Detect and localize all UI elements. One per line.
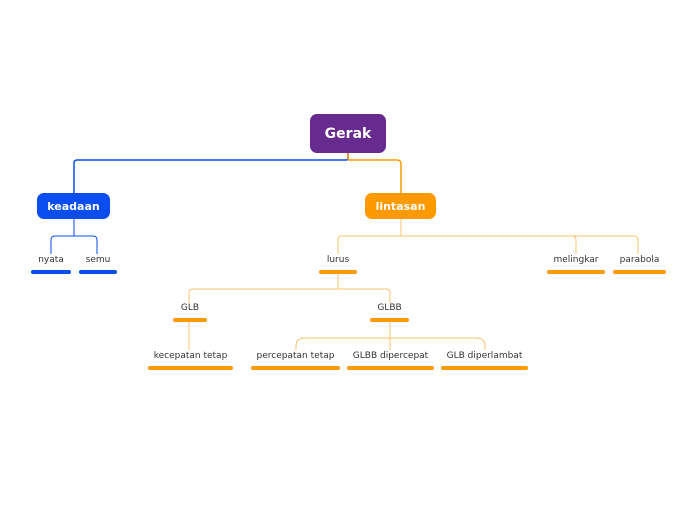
leaf-melingkar-bar <box>547 270 605 274</box>
leaf-glb-diperlambat-label: GLB diperlambat <box>446 351 523 361</box>
leaf-semu[interactable]: semu <box>79 255 117 274</box>
leaf-parabola[interactable]: parabola <box>613 255 666 274</box>
leaf-glb-diperlambat-bar <box>441 366 528 370</box>
leaf-kecepatan-tetap-bar <box>148 366 233 370</box>
node-keadaan[interactable]: keadaan <box>37 193 110 219</box>
leaf-glb[interactable]: GLB <box>173 303 207 322</box>
root-label: Gerak <box>324 125 372 142</box>
leaf-melingkar[interactable]: melingkar <box>547 255 605 274</box>
leaf-percepatan-tetap-bar <box>251 366 340 370</box>
leaf-glbb-dipercepat[interactable]: GLBB dipercepat <box>347 351 434 370</box>
leaf-parabola-bar <box>613 270 666 274</box>
leaf-percepatan-tetap[interactable]: percepatan tetap <box>251 351 340 370</box>
node-keadaan-label: keadaan <box>47 199 100 213</box>
leaf-nyata-label: nyata <box>38 255 64 265</box>
line-root-lintasan <box>347 153 402 193</box>
leaf-lurus-bar <box>319 270 357 274</box>
node-lintasan-label: lintasan <box>375 199 426 213</box>
leaf-glbb-bar <box>370 318 409 322</box>
leaf-glb-bar <box>173 318 207 322</box>
root-node-gerak[interactable]: Gerak <box>310 114 386 153</box>
line-root-keadaan <box>73 153 349 193</box>
leaf-kecepatan-tetap[interactable]: kecepatan tetap <box>148 351 233 370</box>
leaf-nyata-bar <box>31 270 71 274</box>
node-lintasan[interactable]: lintasan <box>365 193 436 219</box>
line-keadaan-children <box>50 219 98 254</box>
leaf-percepatan-tetap-label: percepatan tetap <box>256 351 335 361</box>
line-lintasan-children <box>337 219 639 254</box>
leaf-parabola-label: parabola <box>619 255 660 265</box>
leaf-lurus[interactable]: lurus <box>319 255 357 274</box>
leaf-lurus-label: lurus <box>326 255 350 265</box>
leaf-glbb-dipercepat-bar <box>347 366 434 370</box>
leaf-kecepatan-tetap-label: kecepatan tetap <box>153 351 228 361</box>
leaf-melingkar-label: melingkar <box>553 255 599 265</box>
leaf-glbb[interactable]: GLBB <box>370 303 409 322</box>
leaf-semu-bar <box>79 270 117 274</box>
line-glbb-children <box>295 321 486 350</box>
leaf-glbb-label: GLBB <box>377 303 402 313</box>
leaf-glb-diperlambat[interactable]: GLB diperlambat <box>441 351 528 370</box>
leaf-nyata[interactable]: nyata <box>31 255 71 274</box>
leaf-semu-label: semu <box>85 255 111 265</box>
leaf-glb-label: GLB <box>180 303 200 313</box>
leaf-glbb-dipercepat-label: GLBB dipercepat <box>352 351 429 361</box>
line-lurus-children <box>188 272 391 303</box>
